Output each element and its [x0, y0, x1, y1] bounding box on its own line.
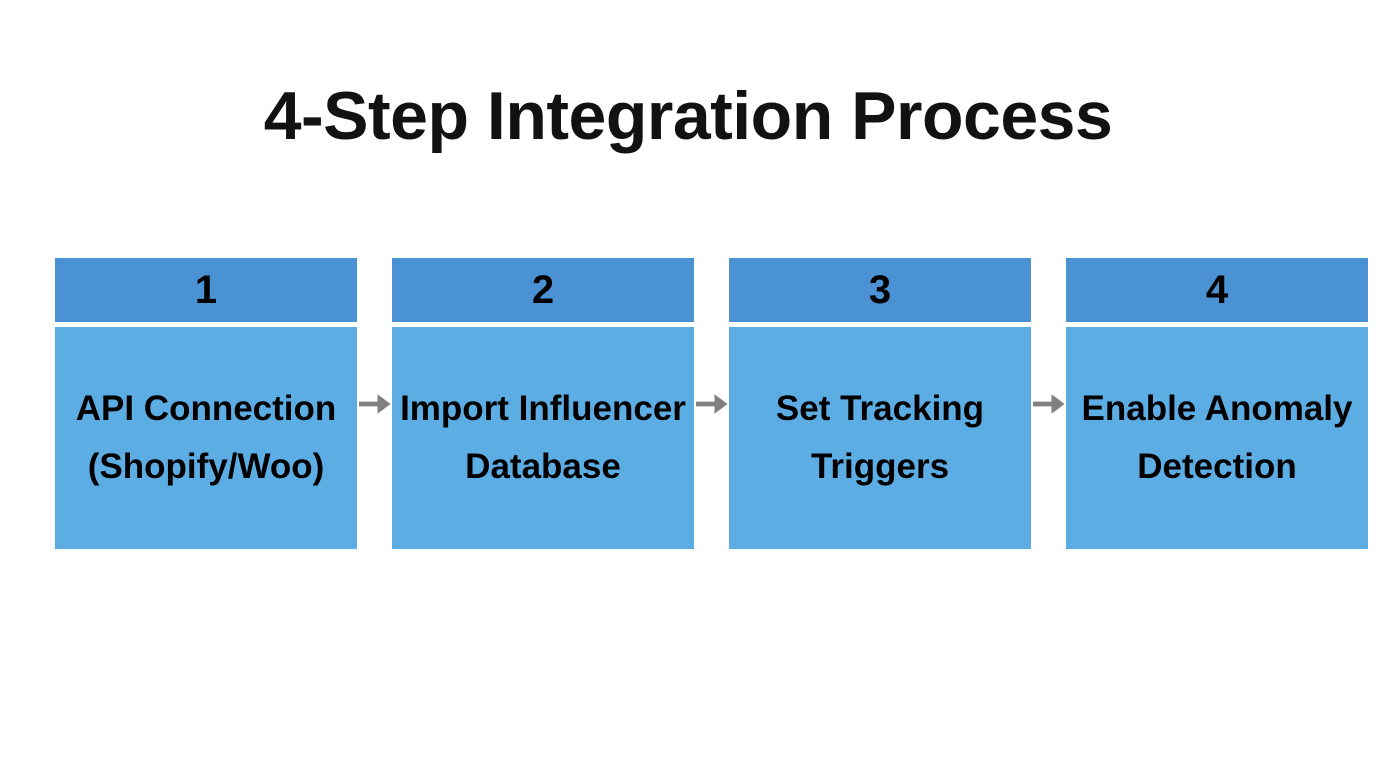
step-card-4[interactable]: 4 Enable Anomaly Detection: [1066, 258, 1368, 549]
arrow-connector-2-3: [694, 258, 729, 549]
step-number-3: 3: [729, 258, 1031, 322]
step-label-3: Set Tracking Triggers: [775, 389, 985, 486]
arrow-right-icon: [695, 389, 729, 419]
step-divider-3: [729, 322, 1031, 327]
step-body-2: Import Influencer Database: [392, 327, 694, 549]
step-label-4: Enable Anomaly Detection: [1081, 389, 1353, 486]
arrow-right-icon: [358, 389, 392, 419]
arrow-connector-1-2: [357, 258, 392, 549]
step-divider-2: [392, 322, 694, 327]
arrow-connector-3-4: [1031, 258, 1066, 549]
step-number-1: 1: [55, 258, 357, 322]
step-number-4: 4: [1066, 258, 1368, 322]
step-body-4: Enable Anomaly Detection: [1066, 327, 1368, 549]
step-body-3: Set Tracking Triggers: [729, 327, 1031, 549]
step-card-3[interactable]: 3 Set Tracking Triggers: [729, 258, 1031, 549]
process-flow-row: 1 API Connection (Shopify/Woo) 2 Import …: [55, 258, 1368, 549]
step-label-1: API Connection (Shopify/Woo): [75, 389, 337, 486]
arrow-right-icon: [1032, 389, 1066, 419]
step-card-2[interactable]: 2 Import Influencer Database: [392, 258, 694, 549]
step-number-2: 2: [392, 258, 694, 322]
step-label-2: Import Influencer Database: [400, 389, 686, 486]
step-body-1: API Connection (Shopify/Woo): [55, 327, 357, 549]
step-divider-4: [1066, 322, 1368, 327]
step-divider-1: [55, 322, 357, 327]
page-title: 4-Step Integration Process: [263, 78, 1113, 154]
step-card-1[interactable]: 1 API Connection (Shopify/Woo): [55, 258, 357, 549]
